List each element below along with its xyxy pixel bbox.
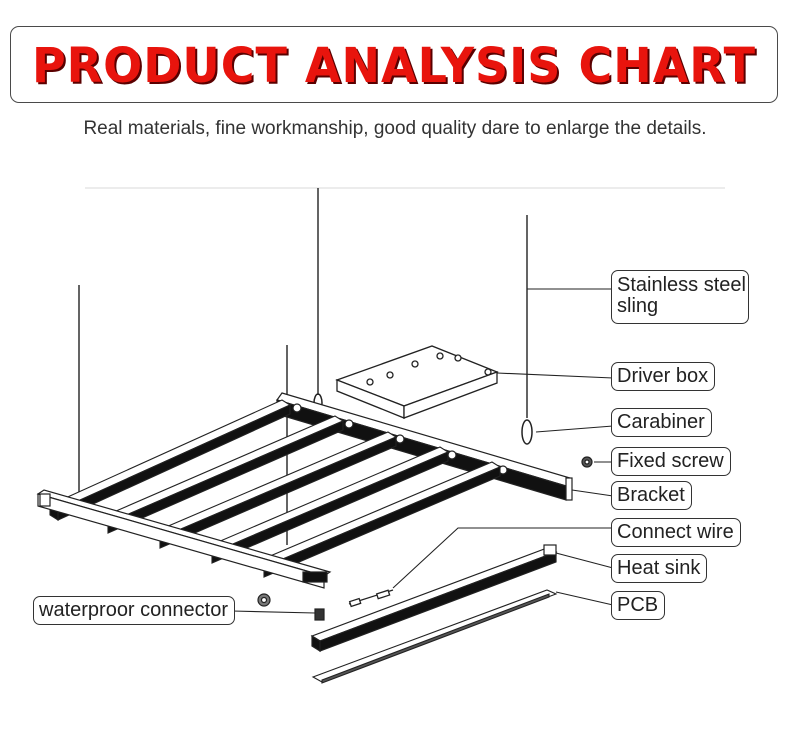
- label-sling-line1: Stainless steel: [617, 274, 746, 296]
- light-bars: [48, 399, 502, 578]
- pcb-drawing: [311, 589, 558, 684]
- label-fixed-screw: Fixed screw: [611, 447, 731, 476]
- label-carabiner: Carabiner: [611, 408, 712, 437]
- driver-box-drawing: [335, 345, 499, 419]
- title-banner: PRODUCT ANALYSIS CHART: [10, 26, 778, 103]
- label-connect-wire: Connect wire: [611, 518, 741, 547]
- connect-wire-drawing: [348, 589, 394, 608]
- label-stainless-steel-sling: Stainless steel sling: [611, 270, 749, 324]
- label-driver-box: Driver box: [611, 362, 716, 391]
- leader-lines: [231, 288, 614, 614]
- waterproof-connector-icon: [257, 593, 325, 621]
- fixed-screw-icon: [581, 456, 593, 468]
- label-pcb: PCB: [611, 591, 666, 620]
- page-subtitle: Real materials, fine workmanship, good q…: [83, 118, 707, 139]
- label-bracket: Bracket: [611, 481, 692, 510]
- label-sling-line2: sling: [617, 295, 659, 317]
- label-waterproof-connector: waterproor connector: [33, 596, 235, 625]
- heat-sink-drawing: [310, 544, 558, 653]
- page-title: PRODUCT ANALYSIS CHART: [31, 36, 757, 93]
- label-heat-sink: Heat sink: [611, 554, 708, 583]
- front-rail: [36, 489, 332, 589]
